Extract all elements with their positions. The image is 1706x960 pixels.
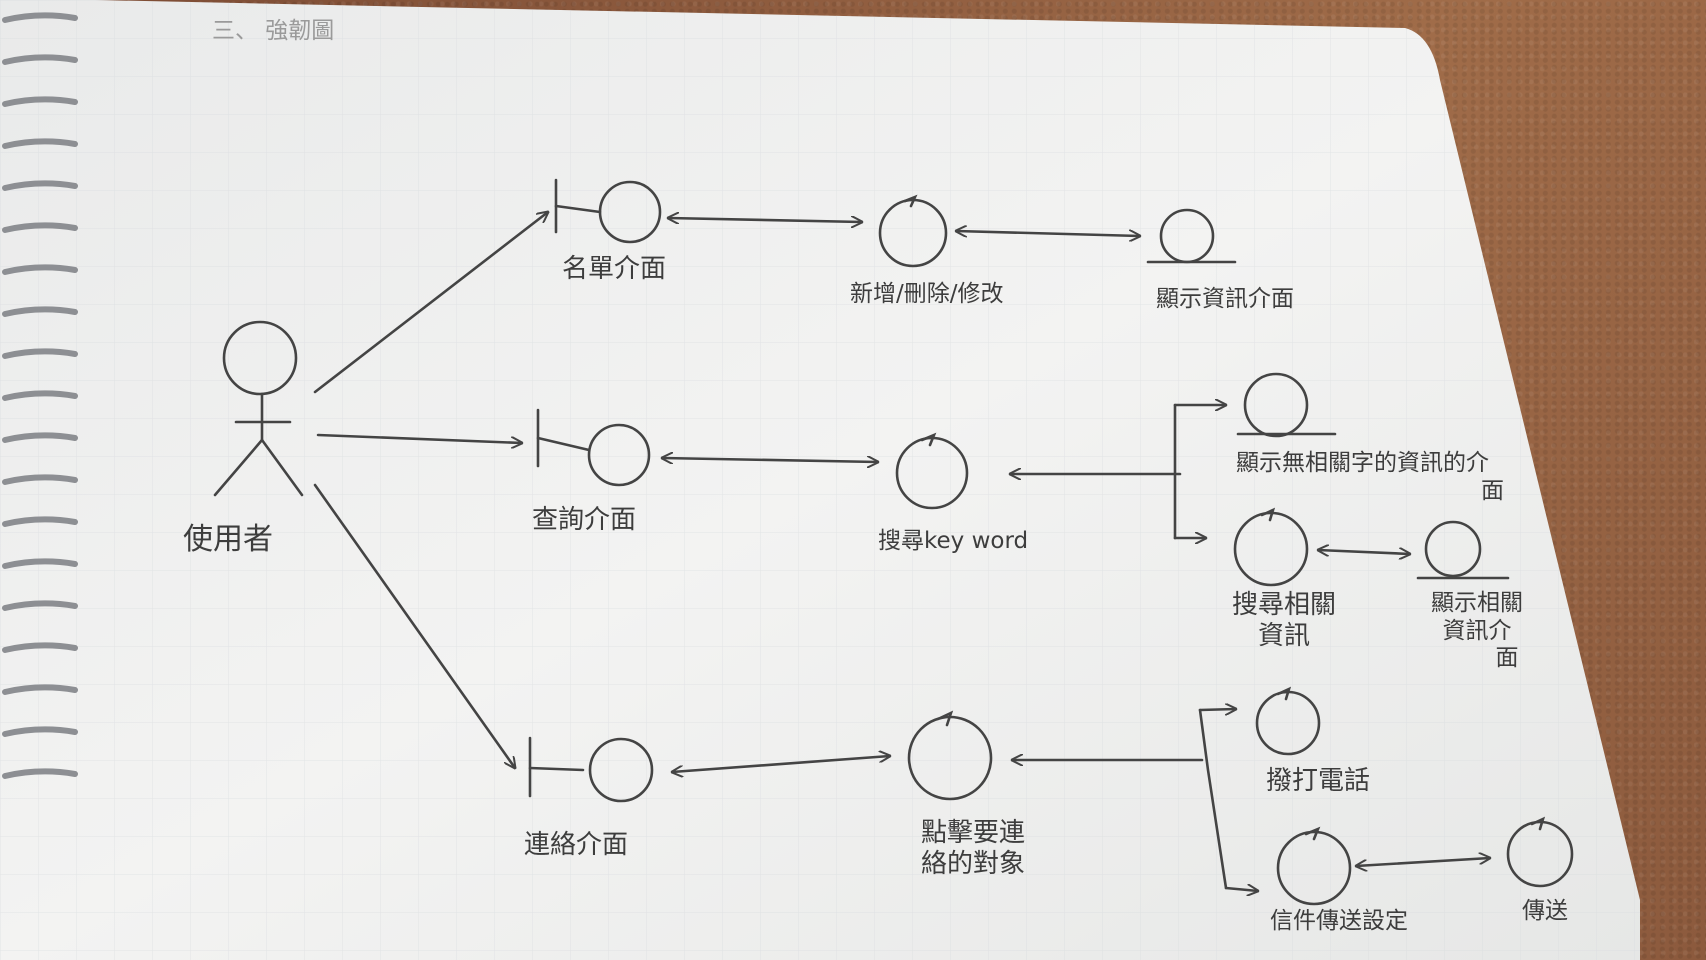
branch-search-keyword bbox=[1008, 405, 1228, 538]
boundary-query-icon bbox=[536, 408, 651, 487]
paper-grid bbox=[0, 0, 1640, 960]
boundary-contact-label: 連絡介面 bbox=[524, 830, 629, 860]
control-send-letter-label: 信件傳送設定 bbox=[1270, 908, 1408, 934]
control-click-contact-label: 點擊要連 絡的對象 bbox=[898, 818, 1048, 880]
entity-show-related-icon bbox=[1416, 520, 1510, 580]
control-send-icon bbox=[1506, 816, 1574, 888]
entity-show-info-icon bbox=[1146, 208, 1237, 264]
control-send-letter-icon bbox=[1276, 826, 1352, 906]
control-search-related-line1: 搜尋相關 bbox=[1231, 590, 1336, 620]
control-click-contact-icon bbox=[907, 710, 993, 801]
control-search-related-label: 搜尋相關 資訊 bbox=[1224, 590, 1344, 652]
arrow-search-related-to-show-related bbox=[1316, 550, 1412, 554]
entity-show-related-label: 顯示相關 資訊介 面 bbox=[1418, 590, 1536, 673]
diagram-title: 三、 強韌圖 bbox=[212, 18, 335, 44]
entity-show-related-line3: 面 bbox=[1495, 645, 1519, 672]
control-search-keyword-label: 搜尋key word bbox=[878, 528, 1029, 554]
control-click-contact-line1: 點擊要連 bbox=[920, 818, 1025, 848]
control-add-delete-edit-label: 新增/刪除/修改 bbox=[850, 281, 1004, 307]
arrow-actor-to-query bbox=[316, 433, 524, 443]
arrow-actor-to-list bbox=[313, 212, 548, 394]
control-dial-phone-label: 撥打電話 bbox=[1266, 766, 1371, 796]
control-add-delete-edit-icon bbox=[878, 194, 948, 268]
entity-show-related-line1: 顯示相關 bbox=[1431, 590, 1523, 616]
arrow-contact-to-click-contact bbox=[672, 756, 890, 772]
control-search-related-line2: 資訊 bbox=[1257, 621, 1310, 652]
arrow-actor-to-contact bbox=[313, 483, 515, 768]
control-search-related-icon bbox=[1233, 507, 1309, 587]
entity-show-no-related-label: 顯示無相關字的資訊的介 面 bbox=[1236, 450, 1504, 505]
control-click-contact-line2: 絡的對象 bbox=[920, 849, 1025, 880]
entity-show-no-related-icon bbox=[1236, 372, 1337, 438]
arrow-add-delete-edit-to-show-info bbox=[954, 231, 1142, 236]
arrow-list-to-add-delete-edit bbox=[666, 218, 864, 222]
boundary-list-icon bbox=[554, 178, 662, 244]
boundary-query-label: 查詢介面 bbox=[532, 505, 637, 535]
actor-label: 使用者 bbox=[183, 522, 273, 557]
actor-stick-figure bbox=[213, 320, 304, 497]
control-send-label: 傳送 bbox=[1522, 898, 1568, 924]
arrow-query-to-search-keyword bbox=[660, 458, 880, 462]
entity-show-info-label: 顯示資訊介面 bbox=[1156, 286, 1294, 312]
entity-show-no-related-line1: 顯示無相關字的資訊的介 bbox=[1236, 450, 1489, 476]
control-search-keyword-icon bbox=[895, 432, 969, 510]
control-dial-phone-icon bbox=[1255, 686, 1321, 756]
boundary-contact-icon bbox=[528, 736, 654, 803]
branch-click-contact bbox=[1010, 709, 1258, 891]
arrow-send-letter-to-send bbox=[1356, 858, 1490, 866]
entity-show-related-line2: 資訊介 bbox=[1442, 617, 1512, 644]
entity-show-no-related-line2: 面 bbox=[1481, 477, 1504, 504]
spiral-binding bbox=[2, 12, 78, 779]
boundary-list-label: 名單介面 bbox=[562, 254, 667, 284]
